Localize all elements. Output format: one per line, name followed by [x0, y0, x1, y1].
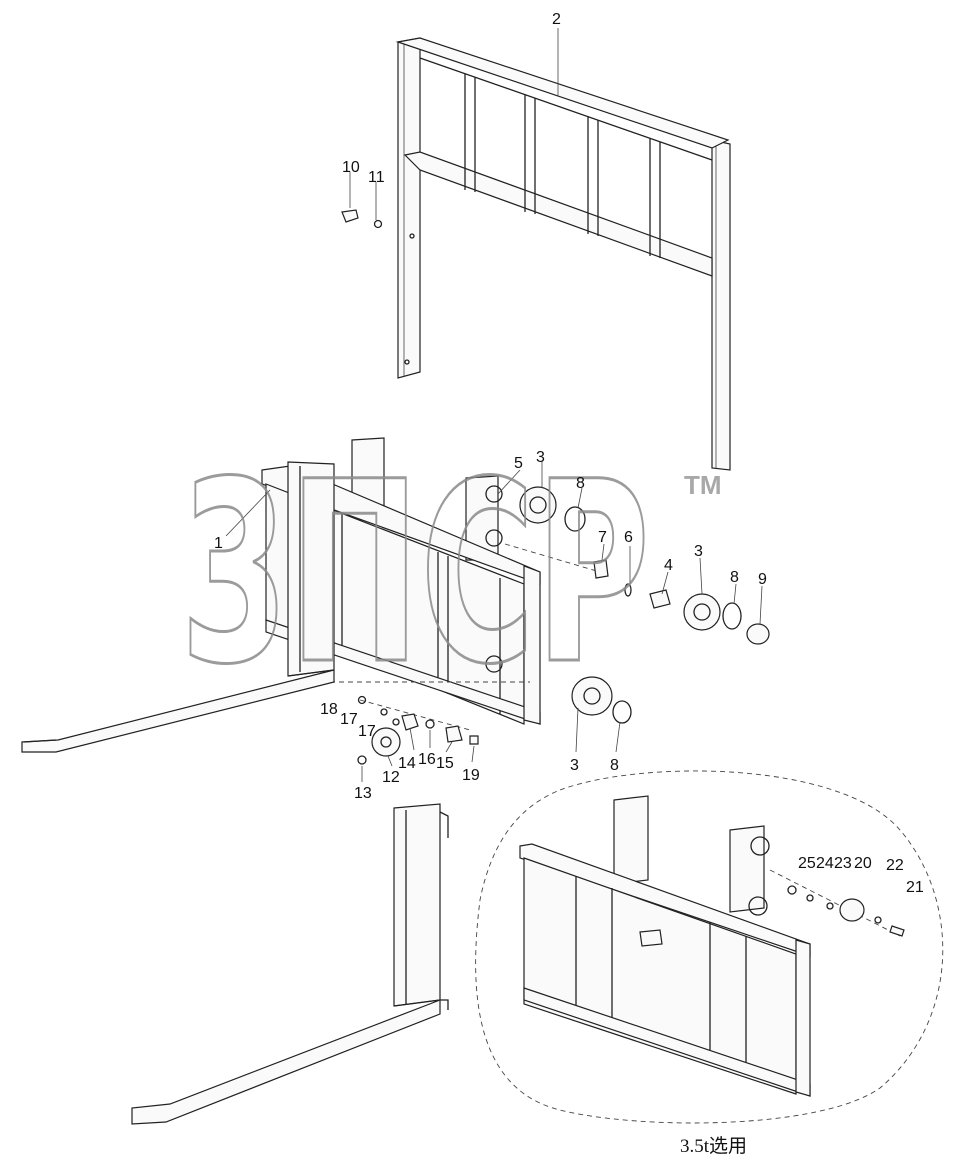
- callout-15: 15: [436, 755, 454, 772]
- callout-23: 23: [834, 855, 852, 872]
- callout-24: 24: [816, 855, 834, 872]
- parts-hardware: [357, 486, 770, 765]
- callout-14: 14: [398, 755, 416, 772]
- callout-3c: 3: [570, 757, 579, 774]
- callout-8c: 8: [610, 757, 619, 774]
- callout-labels: 2 10 11 1 5 3 8 7 6 4 3 8 9 3 8 18 17 17…: [214, 11, 924, 896]
- leader-lines: [225, 28, 763, 782]
- callout-21: 21: [906, 879, 924, 896]
- callout-22: 22: [886, 857, 904, 874]
- callout-8a: 8: [576, 475, 585, 492]
- callout-3a: 3: [536, 449, 545, 466]
- callout-11: 11: [368, 169, 385, 186]
- callout-5: 5: [514, 455, 523, 472]
- callout-19: 19: [462, 767, 480, 784]
- callout-20: 20: [854, 855, 872, 872]
- callout-9: 9: [758, 571, 767, 588]
- fork-1: [21, 461, 335, 753]
- watermark-tm: TM: [684, 470, 722, 500]
- callout-1: 1: [214, 535, 223, 552]
- callout-17a: 17: [340, 711, 358, 728]
- watermark: 3ПСР TM: [179, 427, 722, 721]
- optional-3-5t-inset: [475, 770, 944, 1124]
- callout-6: 6: [624, 529, 633, 546]
- callout-12: 12: [382, 769, 400, 786]
- callout-7: 7: [598, 529, 607, 546]
- callout-16: 16: [418, 751, 436, 768]
- callout-2: 2: [552, 11, 561, 28]
- callout-13: 13: [354, 785, 372, 802]
- fork-lower: [131, 803, 449, 1125]
- watermark-text: 3ПСР: [180, 428, 650, 719]
- parts-10-11: [341, 172, 383, 229]
- callout-25: 25: [798, 855, 816, 872]
- callout-3b: 3: [694, 543, 703, 560]
- callout-18: 18: [320, 701, 338, 718]
- callout-4: 4: [664, 557, 673, 574]
- callout-8b: 8: [730, 569, 739, 586]
- inset-caption: 3.5t选用: [680, 1135, 747, 1157]
- load-backrest: [395, 37, 731, 471]
- callout-17b: 17: [358, 723, 376, 740]
- callout-10: 10: [342, 159, 360, 176]
